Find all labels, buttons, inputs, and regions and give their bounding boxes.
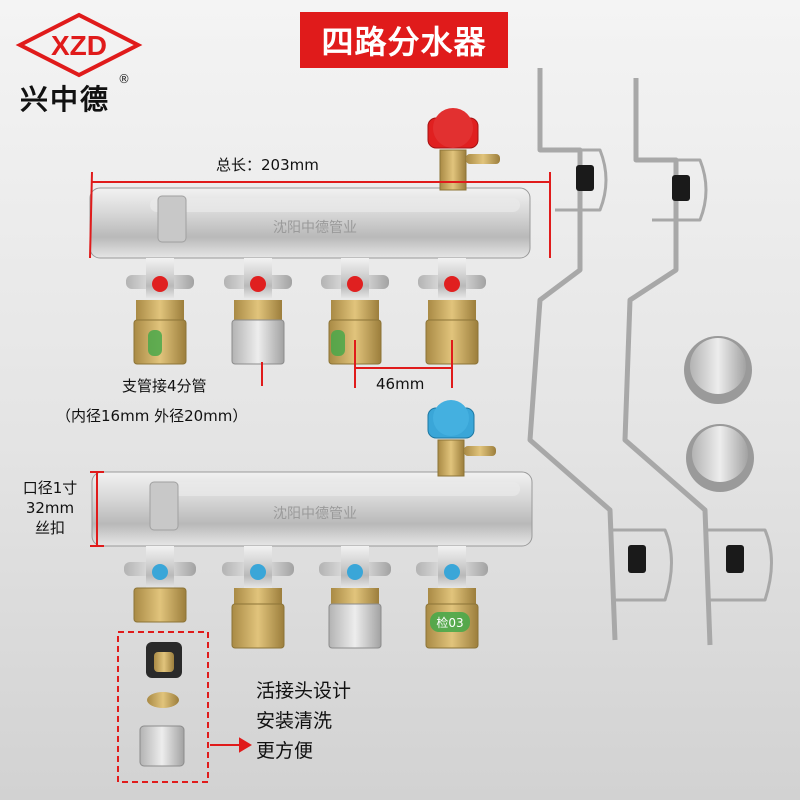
port-diameter-label: 口径1寸 32mm 丝扣 xyxy=(12,478,88,538)
end-caps xyxy=(684,336,754,492)
feature-line: 安装清洗 xyxy=(256,710,333,732)
port-diameter-line: 口径1寸 xyxy=(22,479,78,497)
valve-row-upper xyxy=(126,258,486,365)
vent-cap-red xyxy=(433,108,473,148)
branch-spacing-label: 46mm xyxy=(376,375,425,393)
manifold-engraving: 沈阳中德管业 xyxy=(273,220,357,236)
branch-pipe-size-label: （内径16mm 外径20mm） xyxy=(56,407,248,425)
bracket-clips xyxy=(576,165,744,573)
feature-line: 更方便 xyxy=(256,740,314,762)
branch-pipe-label: 支管接4分管 xyxy=(122,377,207,395)
vent-cap-blue xyxy=(433,400,469,436)
feature-arrow xyxy=(210,737,252,753)
fitting-inset-box xyxy=(117,631,209,783)
diameter-dimension xyxy=(90,471,104,547)
valve-row-lower: 检03 xyxy=(124,546,488,649)
feature-description: 活接头设计 安装清洗 更方便 xyxy=(256,676,351,766)
product-title: 四路分水器 xyxy=(300,12,508,68)
port-diameter-line: 丝扣 xyxy=(34,519,65,537)
brand-logo: XZD xyxy=(15,12,143,78)
port-diameter-line: 32mm xyxy=(25,499,75,517)
manifold-upper: 沈阳中德管业 xyxy=(89,108,531,259)
feature-line: 活接头设计 xyxy=(256,680,352,702)
brand-name: 兴中德 xyxy=(20,83,111,116)
logo-text: XZD xyxy=(51,30,107,61)
manifold-engraving-lower: 沈阳中德管业 xyxy=(273,506,357,522)
manifold-lower: 沈阳中德管业 xyxy=(91,400,533,547)
fitting-label: 检03 xyxy=(436,615,463,630)
spacing-dimension xyxy=(354,340,453,388)
total-length-dimension xyxy=(89,171,551,259)
total-length-label: 总长：203mm xyxy=(216,156,319,174)
registered-mark: ® xyxy=(118,72,130,86)
mounting-brackets xyxy=(527,68,773,646)
union-fitting-parts xyxy=(139,642,185,767)
